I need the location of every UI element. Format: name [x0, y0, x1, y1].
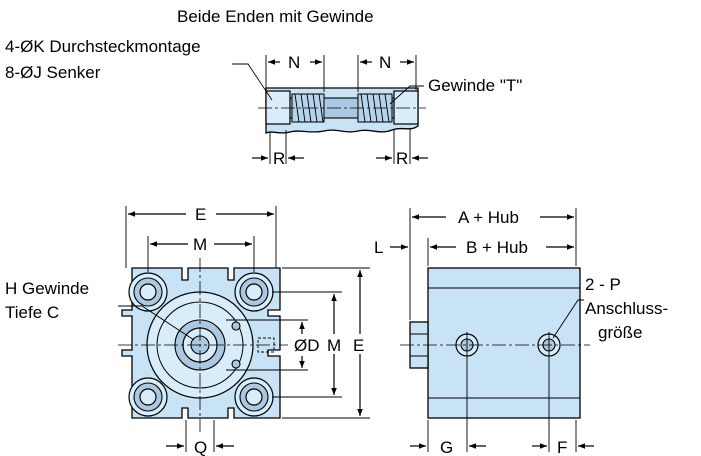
dim-e-top: E: [195, 205, 206, 224]
port-leader: [552, 299, 584, 339]
mounting-hole-bottom-left: [128, 377, 168, 417]
mount-label-line2: 8-ØJ Senker: [5, 63, 101, 82]
counterbore-right: [393, 90, 419, 125]
mounting-hole-top-right: [234, 272, 274, 312]
top-section-view: Beide Enden mit Gewinde 4-ØK Durchsteckm…: [5, 7, 522, 168]
mounting-hole-bottom-right: [234, 377, 274, 417]
dim-g: G: [440, 438, 453, 456]
port-label-line2: Anschluss-: [585, 299, 668, 318]
thread-depth-line1: H Gewinde: [5, 279, 89, 298]
thread-t-label: Gewinde "T": [428, 76, 522, 95]
thread-depth-line2: Tiefe C: [5, 303, 59, 322]
dim-m-top: M: [193, 235, 207, 254]
dim-n-left: N: [288, 53, 300, 72]
dim-n-right: N: [379, 53, 391, 72]
dim-a-hub: A + Hub: [458, 208, 519, 227]
dim-r-right: R: [396, 149, 408, 168]
dim-l: L: [374, 238, 383, 257]
side-view: A + Hub B + Hub L 2 - P Anschluss- größe…: [374, 208, 668, 456]
top-title: Beide Enden mit Gewinde: [177, 7, 374, 26]
dim-b-hub: B + Hub: [466, 238, 528, 257]
dim-q: Q: [194, 438, 207, 456]
mounting-hole-top-left: [128, 272, 168, 312]
dim-od: ØD: [294, 336, 320, 355]
dim-e-right: E: [353, 336, 364, 355]
thread-depth-leader: [118, 305, 195, 341]
dim-f: F: [557, 438, 567, 456]
mount-leader: [232, 63, 273, 101]
dim-m-right: M: [327, 336, 341, 355]
thread-leader: [389, 85, 424, 105]
port-label-line3: größe: [598, 323, 642, 342]
front-view: E M E M ØD H Gewinde Tiefe C Q: [5, 205, 370, 456]
dim-r-left: R: [273, 149, 285, 168]
port-label-line1: 2 - P: [585, 275, 621, 294]
mount-label-line1: 4-ØK Durchsteckmontage: [5, 37, 201, 56]
